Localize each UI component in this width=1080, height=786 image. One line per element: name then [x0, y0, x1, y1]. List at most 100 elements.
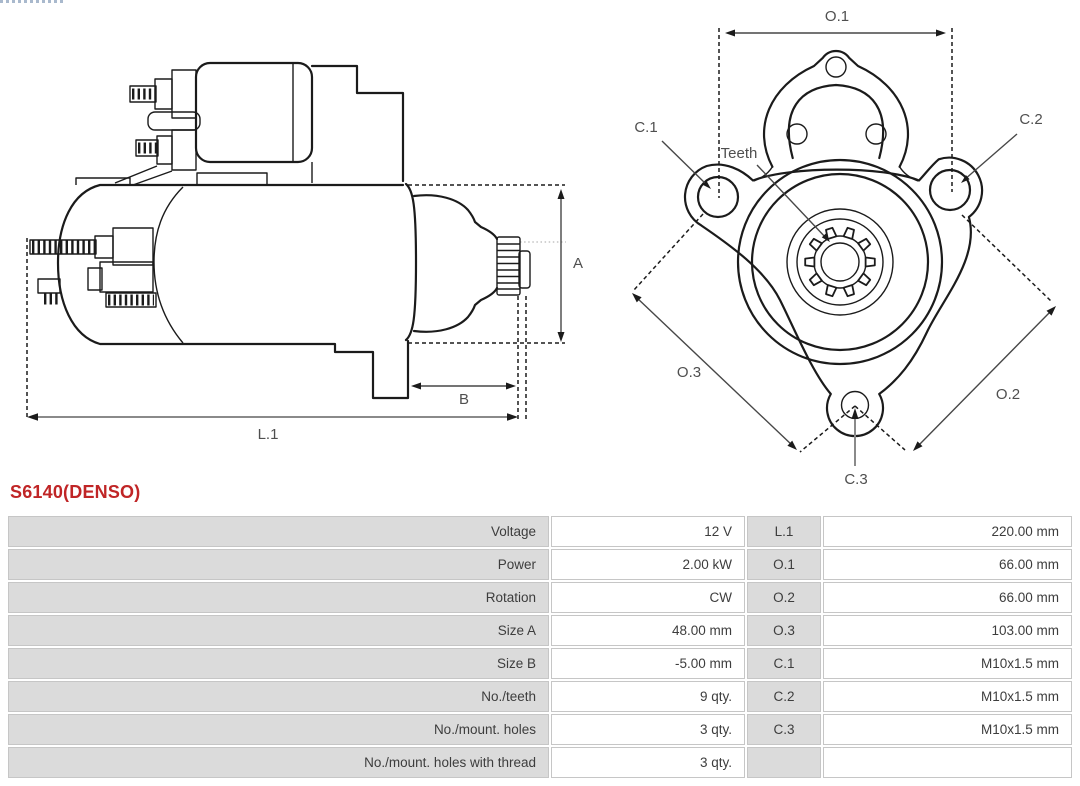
arrowhead — [1046, 306, 1056, 316]
spec-value: -5.00 mm — [551, 648, 745, 679]
stud — [135, 139, 159, 157]
pinion-gear — [496, 236, 531, 296]
c2-leader — [963, 133, 1018, 181]
long-stud — [29, 239, 97, 255]
gear-tooth — [857, 272, 872, 287]
spec-dim-name: C.2 — [747, 681, 821, 712]
bell-inner — [787, 83, 885, 160]
c1-leader — [661, 140, 709, 187]
arrowhead — [557, 189, 565, 199]
spec-dim-name: L.1 — [747, 516, 821, 547]
center-boss — [736, 158, 944, 366]
terminal-strut — [114, 165, 173, 186]
top-mount-hole — [825, 56, 847, 78]
spec-value: CW — [551, 582, 745, 613]
bell-housing — [753, 49, 919, 182]
boss-circle — [786, 208, 894, 316]
spec-value: 3 qty. — [551, 714, 745, 745]
bolt-block — [112, 227, 154, 266]
shaft-tip — [518, 250, 531, 289]
spec-name: Rotation — [8, 582, 549, 613]
body-tabs — [75, 172, 268, 185]
flange-outline — [683, 156, 984, 438]
dim-o3-line — [635, 296, 794, 447]
spec-value: 3 qty. — [551, 747, 745, 778]
terminal-studs — [114, 69, 201, 186]
arrowhead — [936, 29, 946, 37]
arrowhead — [851, 408, 859, 419]
spec-dim-name: O.3 — [747, 615, 821, 646]
spec-value: 9 qty. — [551, 681, 745, 712]
stud — [105, 292, 157, 308]
construction-line — [633, 213, 856, 453]
front-view-diagram: O.1 C.1 C.2 Teeth O.3 O.2 — [632, 8, 1056, 488]
stud — [129, 85, 157, 103]
side-view-diagram: A B L.1 — [26, 61, 583, 443]
dim-label-b: B — [459, 391, 469, 408]
mount-hole-c1 — [696, 175, 740, 219]
gear-tooth — [857, 237, 872, 252]
construction-line — [854, 214, 1053, 451]
gear-tooth — [804, 256, 816, 268]
body-bolts — [29, 227, 157, 308]
gear-tooth — [842, 284, 855, 298]
spec-dim-name: O.1 — [747, 549, 821, 580]
dim-label-o2: O.2 — [996, 386, 1020, 403]
spec-value: 12 V — [551, 516, 745, 547]
arrowhead — [787, 440, 797, 450]
gear-tooth — [825, 226, 838, 240]
dim-o2-line — [916, 309, 1053, 448]
bell-outer — [763, 49, 909, 168]
bell-base — [753, 166, 919, 182]
nut — [94, 235, 114, 259]
spec-dim-name — [747, 747, 821, 778]
bell-bolt-hole — [786, 123, 808, 145]
arrowhead — [27, 413, 38, 421]
spec-dim-value: 66.00 mm — [823, 582, 1072, 613]
hole-label-c1: C.1 — [634, 119, 657, 136]
spec-name: Voltage — [8, 516, 549, 547]
spec-name: Size A — [8, 615, 549, 646]
nut — [154, 78, 173, 110]
solenoid-body — [194, 61, 314, 164]
dim-label-l1: L.1 — [258, 426, 279, 443]
pinion-splines — [497, 243, 520, 290]
terminal-plate — [171, 69, 197, 119]
bolt-block — [99, 261, 154, 293]
solenoid-bracket — [310, 64, 405, 183]
hole-label-c3: C.3 — [844, 471, 867, 488]
spec-dim-value — [823, 747, 1072, 778]
arrowhead — [821, 233, 830, 242]
arrowhead — [557, 332, 565, 342]
spec-dim-name: O.2 — [747, 582, 821, 613]
arrowhead — [411, 382, 421, 390]
dim-label-a: A — [573, 255, 583, 272]
mount-hole-c2 — [928, 168, 972, 212]
dim-label-o3: O.3 — [677, 364, 701, 381]
small-cap — [37, 278, 61, 294]
spec-dim-value: M10x1.5 mm — [823, 648, 1072, 679]
shaft-hole — [820, 242, 860, 282]
technical-drawing: A B L.1 — [26, 8, 1056, 488]
gear-tooth — [842, 226, 855, 240]
spec-dim-value: 103.00 mm — [823, 615, 1072, 646]
hole-label-c2: C.2 — [1019, 111, 1042, 128]
spec-name: No./teeth — [8, 681, 549, 712]
arrowhead — [725, 29, 735, 37]
mount-flange-edge — [404, 182, 418, 342]
arrowhead — [702, 180, 711, 189]
page-edge-artifact — [0, 0, 66, 3]
arrowhead — [913, 441, 923, 451]
construction-line — [718, 28, 953, 198]
spec-name: Size B — [8, 648, 549, 679]
endcap-seam — [153, 186, 184, 344]
nose-cone-top — [412, 194, 499, 241]
boss-circle — [796, 218, 884, 306]
gear-tooth — [808, 272, 823, 287]
spec-dim-value: 220.00 mm — [823, 516, 1072, 547]
spec-value: 48.00 mm — [551, 615, 745, 646]
spec-dim-value: M10x1.5 mm — [823, 714, 1072, 745]
spec-dim-value: 66.00 mm — [823, 549, 1072, 580]
spec-name: No./mount. holes — [8, 714, 549, 745]
teeth-label: Teeth — [721, 145, 758, 162]
